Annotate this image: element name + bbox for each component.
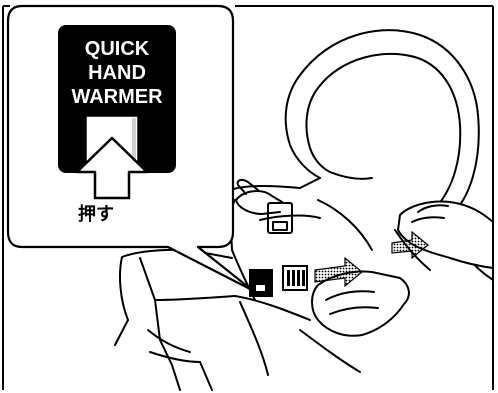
panel-label-line-3: WARMER: [71, 86, 163, 108]
callout-bubble: QUICK HAND WARMER 押す: [8, 6, 252, 290]
dashboard-switches: [250, 266, 307, 296]
panel-label-line-1: QUICK: [85, 38, 150, 60]
left-hand: [312, 272, 409, 336]
panel-label-line-2: HAND: [88, 62, 146, 84]
push-label: 押す: [78, 203, 114, 225]
quick-hand-warmer-switch: [250, 270, 272, 296]
